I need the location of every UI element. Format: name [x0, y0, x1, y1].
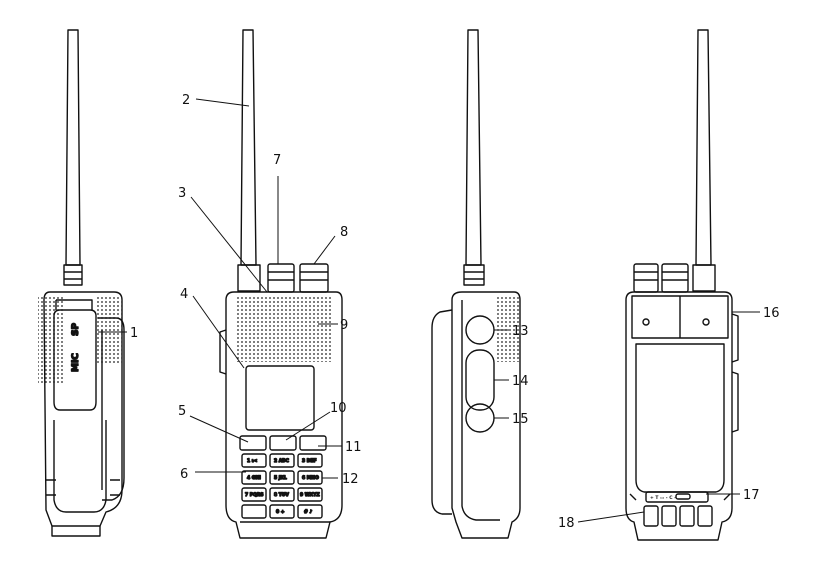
speaker-grille [236, 296, 332, 362]
callout-6: 6 [180, 467, 188, 482]
callout-5: 5 [178, 404, 186, 419]
key-6: 6 MNO [302, 475, 319, 481]
antenna [465, 29, 482, 266]
key-0: 0 + [276, 509, 285, 515]
speaker-grille [496, 296, 520, 362]
callout-13: 13 [512, 324, 529, 339]
back-view [625, 29, 739, 541]
battery-pack [635, 343, 725, 493]
callout-1: 1 [130, 326, 138, 341]
side-view-right [431, 29, 521, 539]
screw-right [702, 318, 710, 326]
callout-16: 16 [763, 306, 780, 321]
key-9: 9 WXYZ [300, 492, 320, 498]
key-hash: # ♪ [304, 509, 312, 515]
side-key-bottom [465, 403, 495, 433]
callout-14: 14 [512, 374, 529, 389]
key-1: 1 ι< [247, 458, 257, 464]
radio-body [451, 291, 521, 539]
antenna [240, 29, 257, 266]
contact-labels: + T ▭ - C - [650, 495, 676, 501]
side-key-top [465, 315, 495, 345]
callout-2: 2 [182, 93, 190, 108]
channel-knob [633, 263, 659, 293]
callout-11: 11 [345, 440, 362, 455]
volume-knob [661, 263, 689, 293]
channel-knob [267, 263, 295, 293]
ptt-button [465, 349, 495, 411]
radio-body [625, 291, 733, 541]
volume-knob [299, 263, 329, 293]
side-view-left [38, 29, 125, 537]
radio-body [225, 291, 343, 539]
callout-4: 4 [180, 287, 188, 302]
speaker-grille [38, 295, 63, 385]
key-4: 4 GHI [247, 475, 261, 481]
callout-12: 12 [342, 472, 359, 487]
callout-9: 9 [340, 318, 348, 333]
key-8: 8 TUV [274, 492, 289, 498]
belt-clip [98, 317, 125, 501]
mic-sp-cover [53, 309, 97, 411]
mic-label: MIC [71, 353, 81, 372]
key-2: 2 ABC [274, 458, 290, 464]
menu-key [239, 435, 267, 451]
belt-clip [431, 309, 453, 515]
key-5: 5 JKL [274, 475, 287, 481]
key-7: 7 PQRS [245, 492, 264, 498]
callout-15: 15 [512, 412, 529, 427]
up-key [269, 435, 297, 451]
callout-7: 7 [273, 153, 281, 168]
exit-key [299, 435, 327, 451]
callout-17: 17 [743, 488, 760, 503]
key-3: 3 DEF [302, 458, 317, 464]
callout-10: 10 [330, 401, 347, 416]
callout-3: 3 [178, 186, 186, 201]
callout-8: 8 [340, 225, 348, 240]
sp-label: SP [71, 323, 81, 336]
antenna [695, 29, 712, 266]
screw-left [642, 318, 650, 326]
lcd-display [245, 365, 315, 431]
charging-contacts [645, 491, 709, 503]
callout-18: 18 [558, 516, 575, 531]
antenna [65, 29, 81, 266]
front-view [219, 29, 343, 539]
